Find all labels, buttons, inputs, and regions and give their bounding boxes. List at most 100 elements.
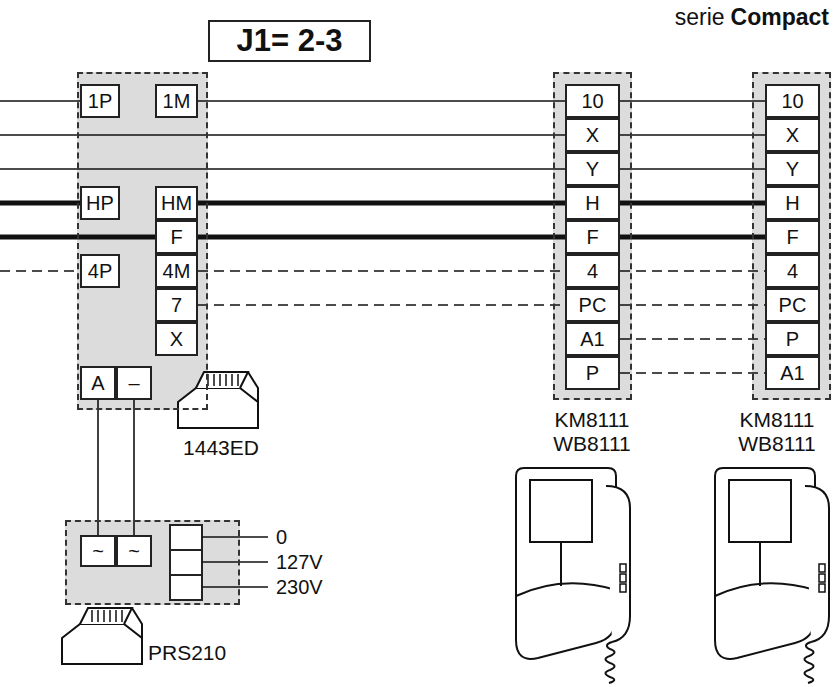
terminal-box: ~ — [116, 535, 152, 567]
device-box: 1443ED1P1MHPHMF4P4M7XA– — [77, 72, 208, 410]
terminal-name: Y — [786, 159, 799, 179]
terminal-name: Y — [586, 159, 599, 179]
wire — [0, 100, 80, 102]
terminal-box: H — [565, 186, 620, 220]
bus-wire — [620, 235, 765, 240]
mains-terminal — [170, 550, 202, 575]
dashed-wire — [620, 338, 765, 340]
mains-wire — [202, 586, 268, 588]
bus-wire — [0, 201, 80, 206]
terminal-box: – — [116, 366, 152, 400]
dashed-wire — [620, 270, 765, 272]
terminal-name: HM — [161, 193, 192, 213]
terminal-box: 4P — [80, 254, 120, 288]
terminal-box: ~ — [80, 535, 116, 567]
terminal-name: H — [785, 193, 799, 213]
terminal-name: – — [128, 373, 139, 393]
din-module-icon — [62, 608, 142, 664]
terminal-name: 1M — [163, 91, 191, 111]
terminal-name: ~ — [92, 541, 104, 561]
mains-voltage: 230V — [276, 577, 323, 597]
device-box: KM8111 WB811110XYHF4PCPA1 — [752, 72, 831, 400]
device-label: 1443ED — [166, 436, 276, 460]
series-name: Compact — [731, 4, 829, 31]
terminal-name: P — [586, 363, 599, 383]
terminal-box: X — [565, 118, 620, 152]
terminal-name: 7 — [171, 295, 182, 315]
mains-terminal — [170, 525, 202, 550]
terminal-name: A1 — [580, 329, 604, 349]
terminal-box: F — [155, 220, 198, 254]
terminal-box: 7 — [155, 288, 198, 322]
terminal-name: F — [586, 227, 598, 247]
terminal-name: X — [786, 125, 799, 145]
terminal-box: 10 — [765, 84, 820, 118]
wire — [198, 100, 565, 102]
terminal-box: H — [765, 186, 820, 220]
bus-wire — [198, 235, 565, 240]
terminal-box: X — [765, 118, 820, 152]
terminal-box: P — [565, 356, 620, 390]
terminal-box: A1 — [765, 356, 820, 390]
terminal-box: P — [765, 322, 820, 356]
jumper-setting: J1= 2-3 — [236, 23, 342, 59]
terminal-name: 4M — [163, 261, 191, 281]
terminal-box: F — [565, 220, 620, 254]
terminal-name: A1 — [780, 363, 804, 383]
terminal-name: A — [91, 373, 104, 393]
din-module-icon — [178, 372, 258, 428]
terminal-name: 4P — [88, 261, 112, 281]
wire — [620, 134, 765, 136]
terminal-name: 1P — [88, 91, 112, 111]
terminal-name: 4 — [787, 261, 798, 281]
terminal-box: 4M — [155, 254, 198, 288]
mains-voltage: 0 — [276, 527, 287, 547]
mains-voltage: 127V — [276, 552, 323, 572]
bus-wire — [198, 201, 565, 206]
terminal-name: 10 — [581, 91, 603, 111]
handset-illustration — [715, 468, 829, 683]
terminal-name: 4 — [587, 261, 598, 281]
terminal-name: X — [170, 329, 183, 349]
terminal-box: A — [80, 366, 116, 400]
terminal-name: H — [585, 193, 599, 213]
dashed-wire — [198, 270, 565, 272]
terminal-name: PC — [779, 295, 807, 315]
dashed-wire — [620, 304, 765, 306]
mains-wire — [202, 561, 268, 563]
mains-wire — [202, 536, 268, 538]
terminal-name: P — [786, 329, 799, 349]
terminal-box: 4 — [765, 254, 820, 288]
device-box: PRS210~~ — [65, 520, 240, 605]
mains-terminal — [170, 575, 202, 600]
terminal-box: 1M — [155, 84, 198, 118]
wire — [0, 168, 565, 170]
terminal-name: PC — [579, 295, 607, 315]
handset-illustration — [516, 468, 630, 683]
terminal-name: 10 — [781, 91, 803, 111]
device-label: PRS210 — [148, 641, 258, 665]
dashed-wire — [198, 304, 565, 306]
terminal-box: 1P — [80, 84, 120, 118]
terminal-name: HP — [86, 193, 114, 213]
device-label: KM8111 WB8111 — [537, 408, 647, 456]
terminal-box: HM — [155, 186, 198, 220]
device-box: KM8111 WB811110XYHF4PCA1P — [553, 72, 632, 400]
wire — [133, 400, 135, 535]
terminal-box: Y — [565, 152, 620, 186]
wire — [620, 100, 765, 102]
terminal-box: PC — [565, 288, 620, 322]
terminal-box: F — [765, 220, 820, 254]
terminal-box: 4 — [565, 254, 620, 288]
terminal-name: F — [170, 227, 182, 247]
module-fill — [77, 72, 208, 410]
wire — [620, 168, 765, 170]
series-name: serie — [675, 4, 725, 31]
terminal-box: X — [155, 322, 198, 356]
device-label: KM8111 WB8111 — [722, 408, 832, 456]
terminal-box: A1 — [565, 322, 620, 356]
wire — [0, 134, 565, 136]
series-heading: serieCompact — [675, 4, 829, 31]
